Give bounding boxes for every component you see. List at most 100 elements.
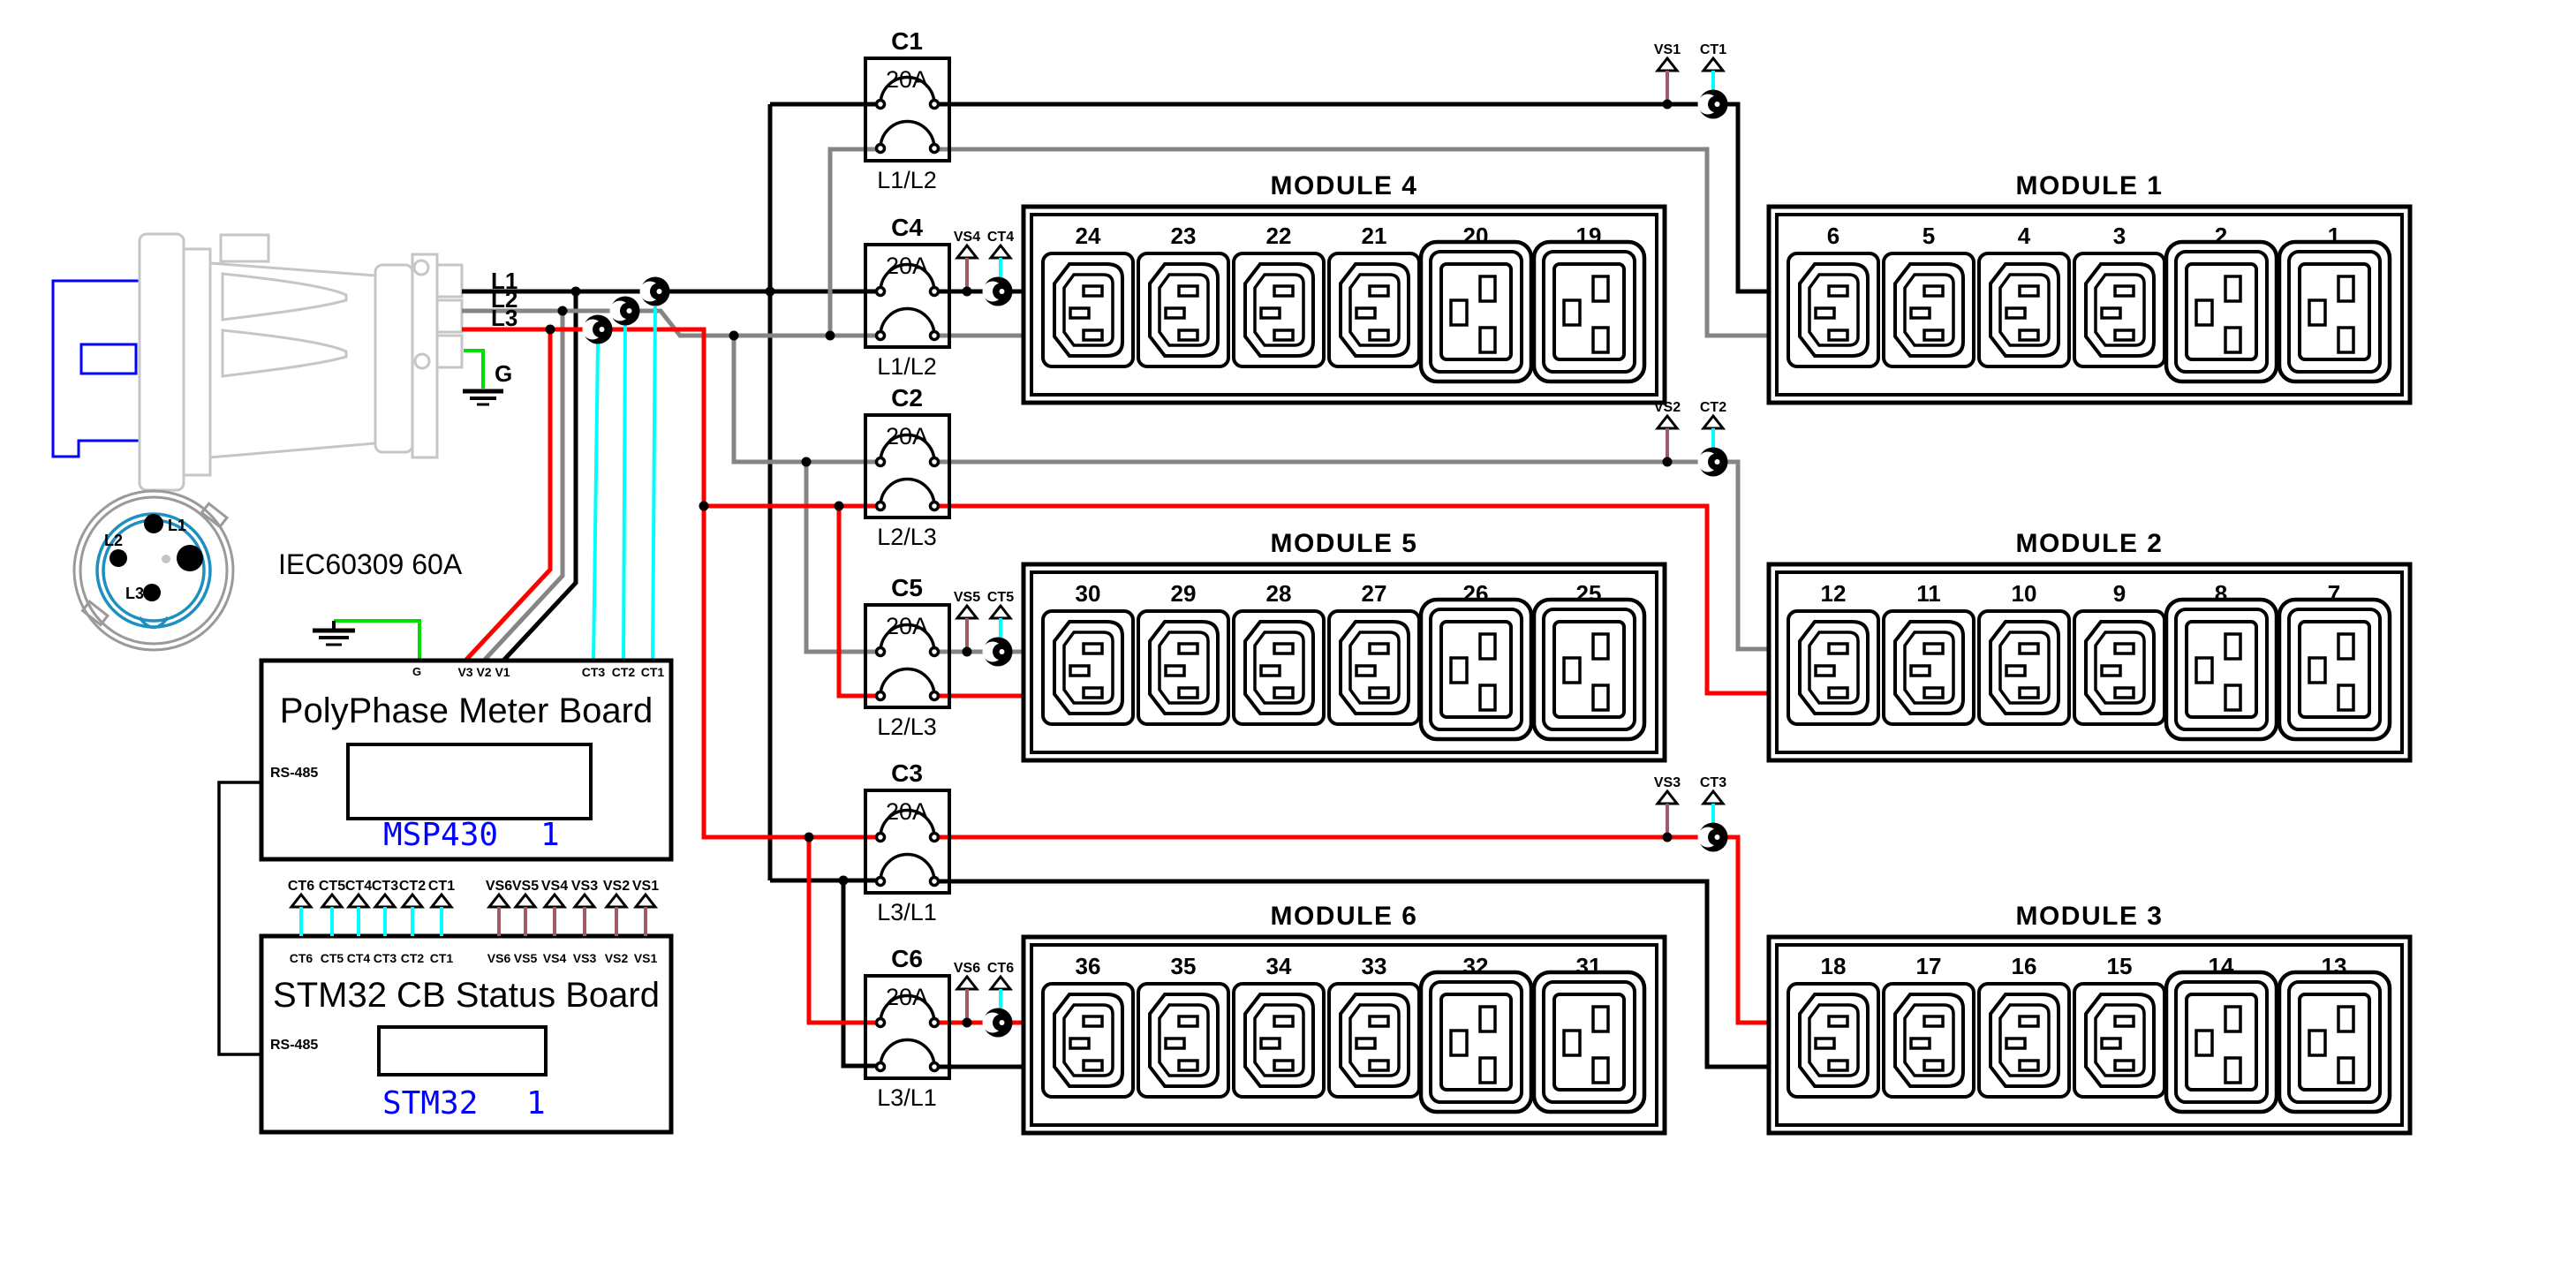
plug-screw-bottom [413,352,431,370]
breaker-c6: C6 20A L3/L1 [864,945,951,1111]
flag-ct4: CT4 [345,879,372,894]
vs1-label: VS1 [1654,42,1681,57]
outlet-number: 17 [1916,953,1942,979]
outlet-c13 [1232,252,1326,368]
ct2-donut-main [609,296,640,326]
outlet-number: 10 [2012,580,2037,607]
outlet-c19 [2279,242,2390,381]
ct4-flag-icon [989,244,1012,260]
breaker-rating: 20A [886,613,928,639]
status-board: STM32 CB Status Board STM32 1 RS-485 CT6… [259,933,674,1135]
ct5-donut [982,637,1013,667]
module-inner-box [1775,570,2404,754]
outlet-number: 29 [1171,580,1197,607]
vs6-junction [962,1017,972,1028]
meter-board: PolyPhase Meter Board MSP430 1 RS-485 G … [259,658,674,862]
ct2-donut [1697,447,1728,477]
module-outer-box [1021,204,1667,405]
flag-vs1-icon [634,893,657,909]
status-board-ct-flags: CT6 CT5 CT4 CT3 CT2 CT1 [288,879,455,936]
outlet-number: 12 [1821,580,1847,607]
junction [804,832,814,842]
flag-ct6-icon [290,893,313,909]
plug-collar-2 [374,263,414,454]
outlet-number: 5 [1923,223,1935,249]
ct5-label: CT5 [987,590,1014,605]
meter-pin-v3: V3 [457,665,472,679]
breaker-pole-arc [879,623,936,653]
ct2-flag-icon [1702,414,1725,430]
meter-pin-v2: V2 [476,665,491,679]
cable-outline [51,279,140,458]
connector-outer-ring [72,489,235,652]
module-outer-box [1766,934,2413,1136]
pole-terminal [874,831,887,843]
pole-terminal [874,142,887,155]
flag-ct1: CT1 [428,879,455,894]
status-board-vs-flags: VS6 VS5 VS4 VS3 VS2 VS1 [486,879,659,936]
plug-prong-upper [221,272,348,321]
flag-vs6: VS6 [486,879,512,894]
flag-vs2-icon [605,893,628,909]
outlet-c13 [1041,609,1135,726]
breaker-phases: L2/L3 [877,524,937,550]
meter-rs485-label: RS-485 [270,766,318,781]
junction [699,501,709,511]
outlet-number: 21 [1362,223,1387,249]
status-pin-vs6: VS6 [487,951,511,965]
plug-terminal-3 [435,334,464,369]
flag-vs2: VS2 [603,879,630,894]
wire-ct1-feed [651,306,657,661]
outlet-number: 35 [1171,953,1197,979]
outlet-c13 [1787,609,1880,726]
meter-pin-ct2: CT2 [612,665,636,679]
ct1-label: CT1 [1700,42,1726,57]
pole-terminal [928,1061,941,1073]
junction [801,457,812,467]
pole-terminal [928,142,941,155]
status-board-box [259,933,674,1135]
vs5-flag-icon [956,604,978,620]
sensor-ct2: CT2 [1697,400,1728,477]
connector-pin-ground [177,545,203,571]
ct4-label: CT4 [987,230,1014,245]
breaker-box [864,789,951,895]
plug-terminal-1 [435,263,464,298]
wire-l3-red [462,327,1769,1025]
module-inner-box [1030,570,1658,754]
flag-ct5-icon [321,893,344,909]
sensor-vs1: VS1 [1654,42,1681,110]
vs4-junction [962,286,972,297]
meter-mcu-unit: 1 [540,817,560,853]
flag-vs5: VS5 [512,879,539,894]
meter-pin-v1: V1 [495,665,510,679]
breaker-name: C2 [891,384,923,412]
wire-c1-out-to-module1 [938,102,1769,294]
breaker-rating: 20A [886,798,928,825]
wire-l3-to-c6 [806,837,877,1025]
status-pin-ct4: CT4 [347,951,371,965]
breaker-rating: 20A [886,66,928,93]
line-label-l3: L3 [491,305,517,331]
ct1-donut-main [639,276,670,306]
connector-outer-ring-2 [79,495,229,646]
module-2: MODULE 2 12 11 10 9 8 7 [1766,529,2413,763]
breaker-c1: C1 20A L1/L2 [864,27,951,193]
connector-keyway [138,616,170,630]
outlet-c13 [1882,982,1975,1099]
pole-terminal [928,831,941,843]
module-title: MODULE 5 [1270,529,1417,558]
ct3-donut [1697,822,1728,852]
status-mcu-unit: 1 [526,1085,546,1122]
breaker-pole-arc [879,667,936,697]
connector-pin-l3 [143,584,161,601]
wires-ct-cyan [592,306,657,661]
pole-terminal [874,875,887,888]
status-pin-vs4: VS4 [543,951,567,965]
breaker-c4: C4 20A L1/L2 [864,214,951,380]
vs5-junction [962,646,972,657]
meter-display [346,743,593,820]
breaker-phases: L3/L1 [877,1084,937,1111]
wire-c1-out2-to-module1 [938,147,1769,338]
flag-vs6-icon [487,893,510,909]
